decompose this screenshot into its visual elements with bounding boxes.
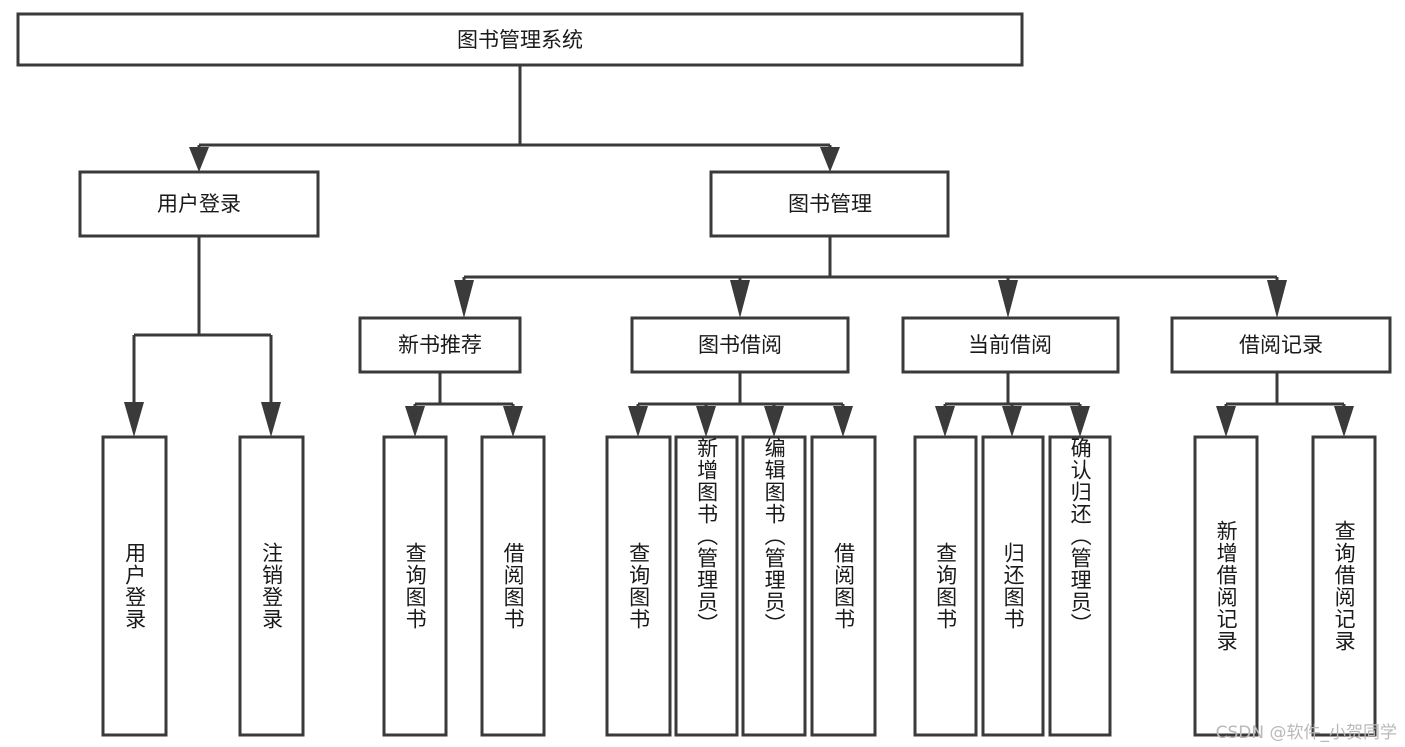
node-current-borrow-label: 当前借阅 [968,333,1052,357]
node-book-borrow-label: 图书借阅 [698,333,782,357]
leaf-box-add-book[interactable] [674,435,739,737]
arrow-head-leaf-add-record [1216,406,1236,437]
leaf-box-query-record[interactable] [1311,435,1377,737]
node-borrow-record[interactable]: 借阅记录 [1170,316,1392,374]
arrow-head-new-book-recommend [454,280,474,318]
csdn-watermark: CSDN @软件_小贺同学 [1215,723,1397,743]
arrow-head-leaf-return-book [1002,406,1022,437]
node-root-system-box[interactable] [16,12,1024,67]
leaf-box-query-book-3[interactable] [913,435,978,737]
arrow-head-leaf-query-book-3 [935,406,955,437]
leaf-box-user-login[interactable] [101,435,168,737]
node-book-manage-label: 图书管理 [788,192,872,216]
node-borrow-record-label: 借阅记录 [1239,333,1323,357]
leaf-box-add-record[interactable] [1193,435,1259,737]
leaf-box-query-book-1[interactable] [382,435,448,737]
node-new-book-recommend-label: 新书推荐 [398,333,482,357]
node-current-borrow-box[interactable] [901,316,1120,374]
node-book-manage-box[interactable] [709,170,950,238]
arrow-head-leaf-query-book-1 [405,406,425,437]
node-root-system-label: 图书管理系统 [457,28,583,52]
arrow-head-leaf-borrow-book-2 [833,406,853,437]
arrow-head-borrow-record [1267,280,1287,318]
leaf-box-return-book[interactable] [981,435,1045,737]
node-root-system[interactable]: 图书管理系统 [16,12,1024,67]
node-current-borrow[interactable]: 当前借阅 [901,316,1120,374]
node-book-manage[interactable]: 图书管理 [709,170,950,238]
arrow-head-leaf-edit-book [764,406,784,437]
node-new-book-recommend-box[interactable] [358,316,522,374]
leaf-box-logout[interactable] [238,435,305,737]
arrow-head-current-borrow [998,280,1018,318]
connector-layer [124,65,1354,437]
arrow-head-leaf-borrow-book-1 [503,406,523,437]
arrow-head-leaf-confirm-return [1070,406,1090,437]
leaf-box-query-book-2[interactable] [605,435,672,737]
arrow-head-book-manage [820,147,840,172]
node-user-login-label: 用户登录 [157,192,241,216]
arrow-head-leaf-user-login [124,402,144,437]
arrow-head-leaf-add-book [696,406,716,437]
node-user-login[interactable]: 用户登录 [78,170,320,238]
node-new-book-recommend[interactable]: 新书推荐 [358,316,522,374]
node-user-login-box[interactable] [78,170,320,238]
arrow-head-user-login [189,147,209,172]
leaf-box-borrow-book-2[interactable] [810,435,877,737]
arrow-head-book-borrow [730,280,750,318]
leaf-box-confirm-return[interactable] [1048,435,1112,737]
leaf-box-edit-book[interactable] [741,435,807,737]
arrow-head-leaf-query-book-2 [628,406,648,437]
arrow-head-leaf-query-record [1334,406,1354,437]
arrow-head-leaf-logout [261,402,281,437]
node-book-borrow-box[interactable] [630,316,850,374]
node-book-borrow[interactable]: 图书借阅 [630,316,850,374]
leaf-box-layer [101,435,1377,737]
leaf-box-borrow-book-1[interactable] [480,435,546,737]
node-borrow-record-box[interactable] [1170,316,1392,374]
